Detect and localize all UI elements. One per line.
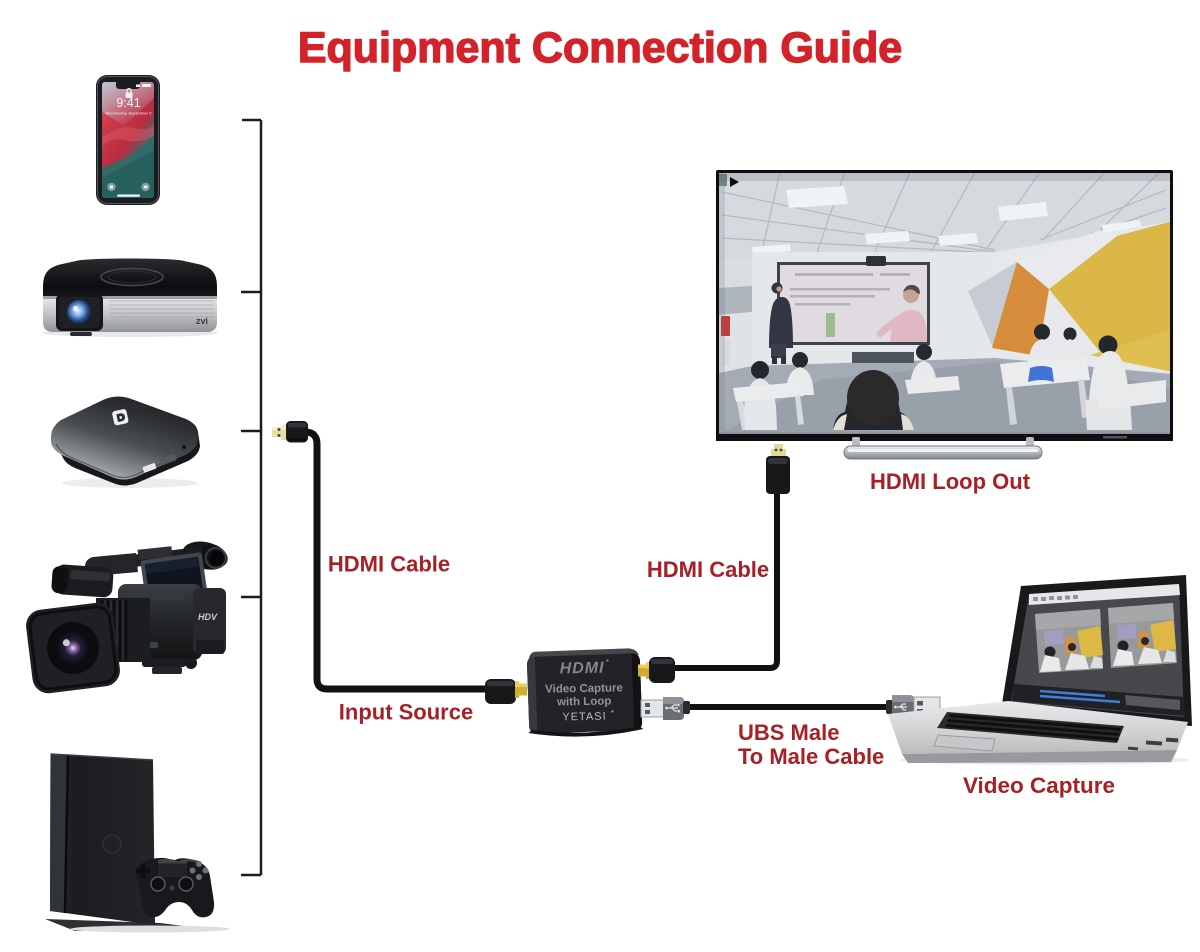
svg-text:HDV: HDV bbox=[198, 612, 218, 622]
svg-text:Video Capture: Video Capture bbox=[545, 682, 623, 695]
svg-text:HDMI Cable: HDMI Cable bbox=[647, 557, 769, 582]
svg-text:YETASI: YETASI bbox=[562, 711, 607, 724]
svg-text:with Loop: with Loop bbox=[556, 696, 611, 709]
svg-text:Equipment Connection Guide: Equipment Connection Guide bbox=[298, 24, 902, 72]
svg-text:9:41: 9:41 bbox=[116, 96, 140, 110]
svg-text:HDMI Cable: HDMI Cable bbox=[328, 552, 450, 577]
svg-text:zvi: zvi bbox=[196, 316, 208, 326]
svg-text:HDMI Loop Out: HDMI Loop Out bbox=[870, 469, 1031, 494]
svg-text:Input Source: Input Source bbox=[339, 700, 473, 725]
svg-text:Video Capture: Video Capture bbox=[963, 773, 1115, 798]
svg-text:HDMI: HDMI bbox=[559, 660, 604, 678]
svg-text:UBS Male: UBS Male bbox=[738, 720, 839, 745]
svg-text:Wednesday, September 5: Wednesday, September 5 bbox=[106, 111, 153, 116]
svg-text:To Male Cable: To Male Cable bbox=[738, 744, 884, 769]
